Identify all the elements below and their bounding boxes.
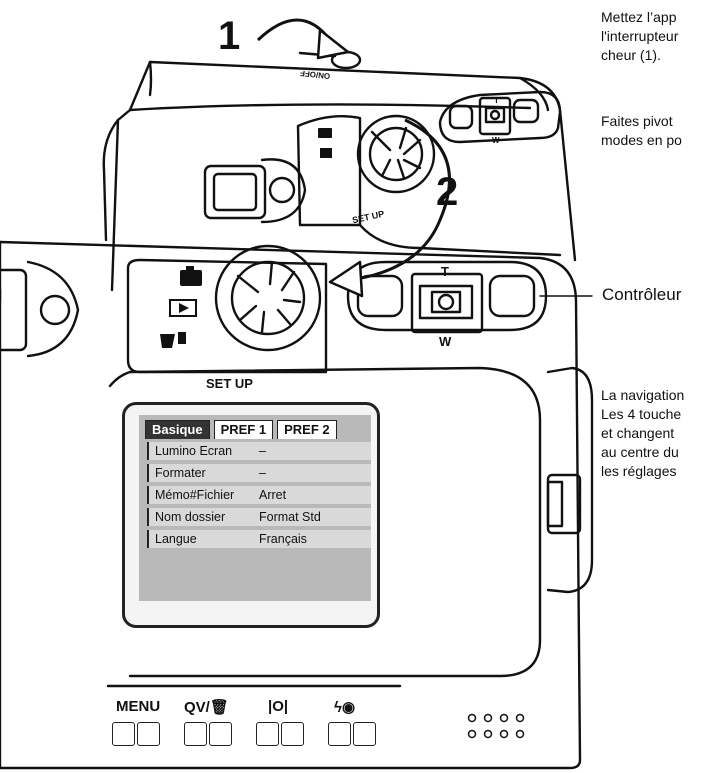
flash-icon: ϟ — [334, 699, 342, 716]
flash-button-label: ϟ◉ — [334, 698, 355, 716]
menu-button-left[interactable] — [112, 722, 135, 746]
instruction-para-2: Faites pivot modes en po — [601, 112, 682, 150]
camera-illustration — [0, 18, 594, 770]
instruction-para-3: La navigation Les 4 touche et changent a… — [601, 386, 684, 481]
back-zoom-w-label: W — [439, 334, 452, 349]
menu-tabs: Basique PREF 1 PREF 2 — [145, 420, 337, 439]
qv-label-text: QV/ — [184, 699, 210, 716]
menu-row-value: Format Std — [259, 510, 321, 524]
text-line: modes en po — [601, 132, 682, 148]
step-number-1: 1 — [218, 14, 241, 58]
menu-row-value: Arret — [259, 488, 287, 502]
menu-row-label: Formater — [147, 464, 259, 482]
display-button[interactable] — [256, 722, 304, 746]
menu-button-right[interactable] — [137, 722, 160, 746]
back-zoom-t-label: T — [441, 264, 449, 279]
qv-delete-button[interactable] — [184, 722, 232, 746]
text-line: et changent — [601, 425, 675, 441]
text-line: l'interrupteur — [601, 28, 679, 44]
flash-mode-button[interactable] — [328, 722, 376, 746]
display-button-right[interactable] — [281, 722, 304, 746]
tab-pref-2[interactable]: PREF 2 — [277, 420, 337, 439]
display-button-left[interactable] — [256, 722, 279, 746]
tab-basique[interactable]: Basique — [145, 420, 210, 439]
flash-button-right[interactable] — [353, 722, 376, 746]
top-zoom-t-label: T — [494, 96, 499, 105]
menu-row-lumino-ecran[interactable]: Lumino Ecran – — [147, 442, 371, 460]
text-line: cheur (1). — [601, 47, 661, 63]
menu-row-value: – — [259, 466, 266, 480]
step-number-2: 2 — [436, 170, 459, 214]
qv-button-label: QV/🗑 — [184, 698, 229, 716]
menu-rows: Lumino Ecran – Formater – Mémo#Fichier A… — [147, 442, 371, 552]
menu-row-memo-fichier[interactable]: Mémo#Fichier Arret — [147, 486, 371, 504]
menu-row-label: Nom dossier — [147, 508, 259, 526]
qv-button-right[interactable] — [209, 722, 232, 746]
menu-row-formater[interactable]: Formater – — [147, 464, 371, 482]
text-line: Faites pivot — [601, 113, 673, 129]
menu-row-value: Français — [259, 532, 307, 546]
instruction-para-1: Mettez l’app l'interrupteur cheur (1). — [601, 8, 678, 65]
controller-label: Contrôleur — [602, 285, 682, 304]
text-line: La navigation — [601, 387, 685, 403]
text-line: Mettez l’app — [601, 9, 677, 25]
menu-button-label: MENU — [116, 698, 161, 715]
tab-pref-1[interactable]: PREF 1 — [213, 420, 274, 439]
menu-row-label: Lumino Ecran — [147, 442, 259, 460]
trash-icon: 🗑 — [209, 699, 229, 716]
menu-row-langue[interactable]: Langue Français — [147, 530, 371, 548]
menu-button[interactable] — [112, 722, 160, 746]
text-line: au centre du — [601, 444, 679, 460]
lcd-screen: Basique PREF 1 PREF 2 Lumino Ecran – For… — [122, 402, 380, 628]
menu-row-value: – — [259, 444, 266, 458]
menu-row-nom-dossier[interactable]: Nom dossier Format Std — [147, 508, 371, 526]
menu-row-label: Mémo#Fichier — [147, 486, 259, 504]
top-zoom-w-label: W — [492, 136, 500, 145]
text-line: Les 4 touche — [601, 406, 682, 422]
red-eye-icon: ◉ — [341, 699, 356, 716]
menu-row-label: Langue — [147, 530, 259, 548]
back-setup-label: SET UP — [206, 376, 253, 391]
qv-button-left[interactable] — [184, 722, 207, 746]
flash-button-left[interactable] — [328, 722, 351, 746]
text-line: les réglages — [601, 463, 677, 479]
display-button-label: |O| — [268, 698, 289, 715]
